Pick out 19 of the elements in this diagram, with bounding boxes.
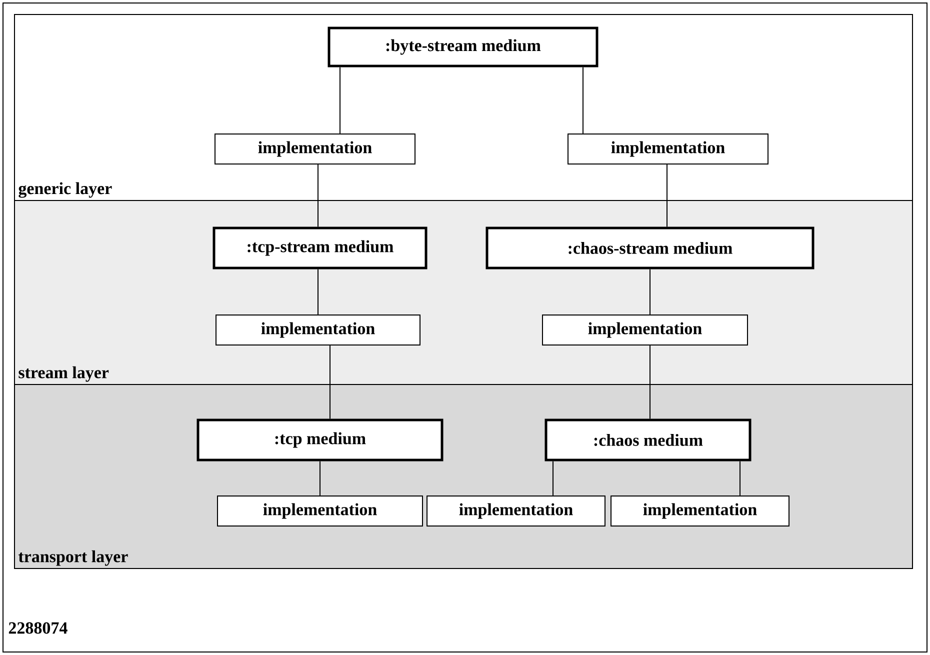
layer-label: transport layer bbox=[18, 550, 128, 566]
implementation-box: implementation bbox=[426, 496, 606, 526]
implementation-box: implementation bbox=[542, 314, 748, 346]
figure-number: 2288074 bbox=[8, 622, 68, 634]
implementation-box: implementation bbox=[214, 134, 416, 164]
medium-box: :chaos-stream medium bbox=[486, 226, 814, 270]
medium-box: :tcp-stream medium bbox=[212, 226, 428, 270]
medium-box: :chaos medium bbox=[544, 418, 752, 462]
medium-box: :tcp medium bbox=[196, 418, 444, 462]
implementation-box: implementation bbox=[217, 496, 423, 526]
connector-line bbox=[552, 460, 554, 496]
medium-box: :byte-stream medium bbox=[328, 26, 598, 68]
implementation-box: implementation bbox=[216, 314, 420, 346]
connector-line bbox=[666, 164, 668, 228]
implementation-box: implementation bbox=[610, 496, 790, 526]
connector-line bbox=[582, 66, 584, 134]
layer-label: generic layer bbox=[18, 182, 112, 198]
implementation-box: implementation bbox=[568, 134, 768, 164]
layer-label: stream layer bbox=[18, 366, 109, 382]
